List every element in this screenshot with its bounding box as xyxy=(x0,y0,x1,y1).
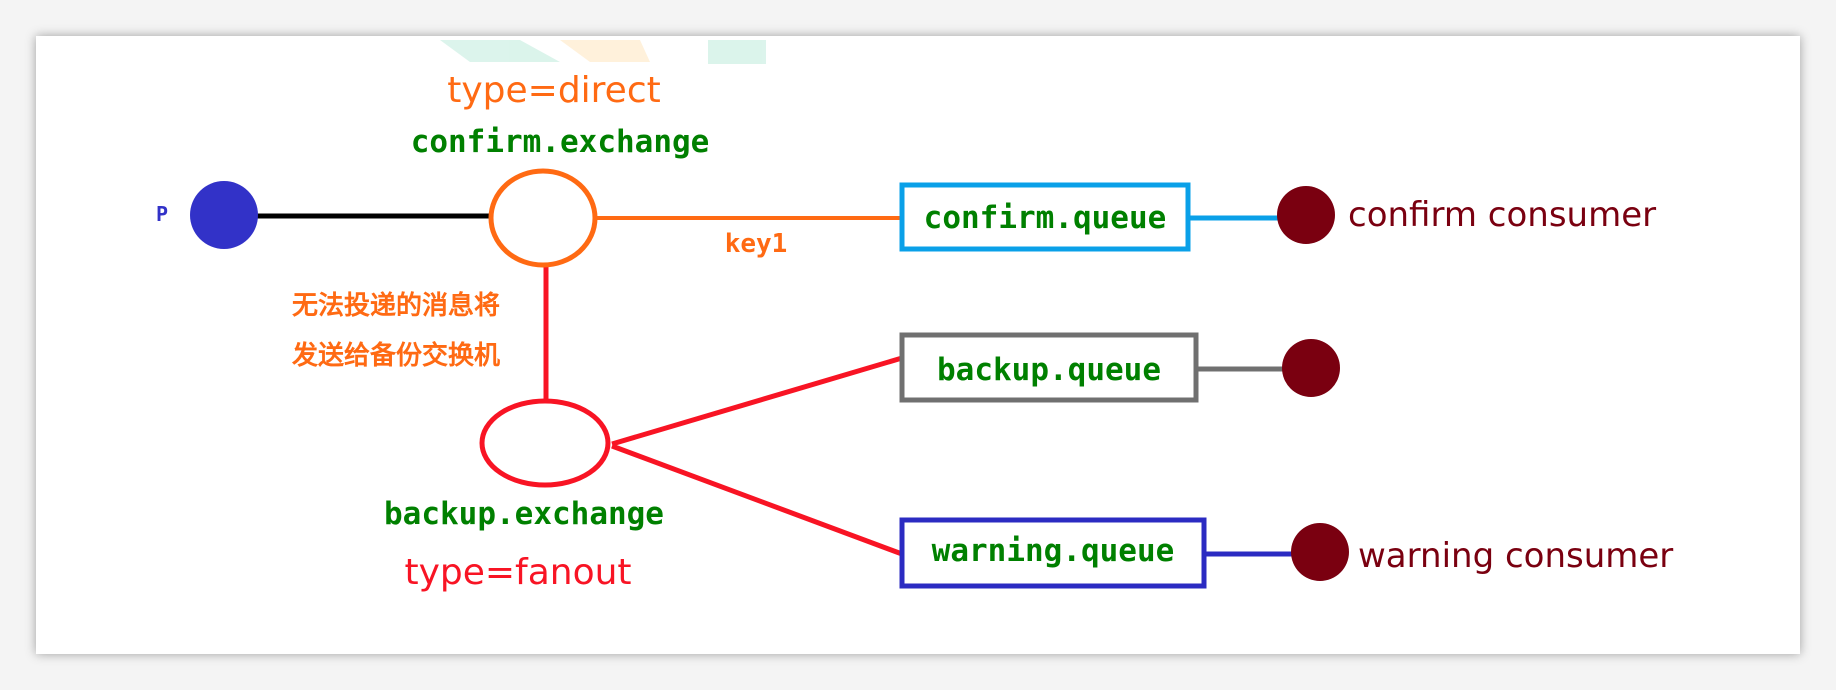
confirm-queue-box xyxy=(899,182,1191,252)
backup-exchange-name-label: backup.exchange xyxy=(384,496,664,532)
backup-exchange-to-backup-queue-edge xyxy=(611,355,903,447)
unroutable-note-line1: 无法投递的消息将 xyxy=(292,290,500,321)
watermark xyxy=(440,40,766,64)
backup-exchange-to-warning-queue-edge xyxy=(611,443,903,557)
warning-queue-box xyxy=(899,517,1207,589)
backup-exchange-node xyxy=(479,398,611,488)
confirm-consumer-label: confirm consumer xyxy=(1348,195,1656,235)
confirm-queue-label: confirm.queue xyxy=(924,200,1167,236)
backup-queue-box xyxy=(899,332,1199,403)
unroutable-note-line2: 发送给备份交换机 xyxy=(291,340,500,371)
confirm-exchange-node xyxy=(488,168,598,268)
warning-consumer-node xyxy=(1291,523,1349,581)
confirm-exchange-name-label: confirm.exchange xyxy=(411,124,710,160)
backup-consumer-node xyxy=(1282,339,1340,397)
confirm-exchange-type-label: type=direct xyxy=(447,70,661,111)
backup-queue-label: backup.queue xyxy=(937,352,1161,388)
confirm-consumer-node xyxy=(1277,186,1335,244)
binding-key-label: key1 xyxy=(725,229,788,259)
warning-queue-label: warning.queue xyxy=(932,533,1175,569)
warning-consumer-label: warning consumer xyxy=(1358,536,1673,576)
backup-exchange-type-label: type=fanout xyxy=(404,552,631,593)
producer-node xyxy=(190,181,258,249)
producer-label: P xyxy=(156,202,168,226)
